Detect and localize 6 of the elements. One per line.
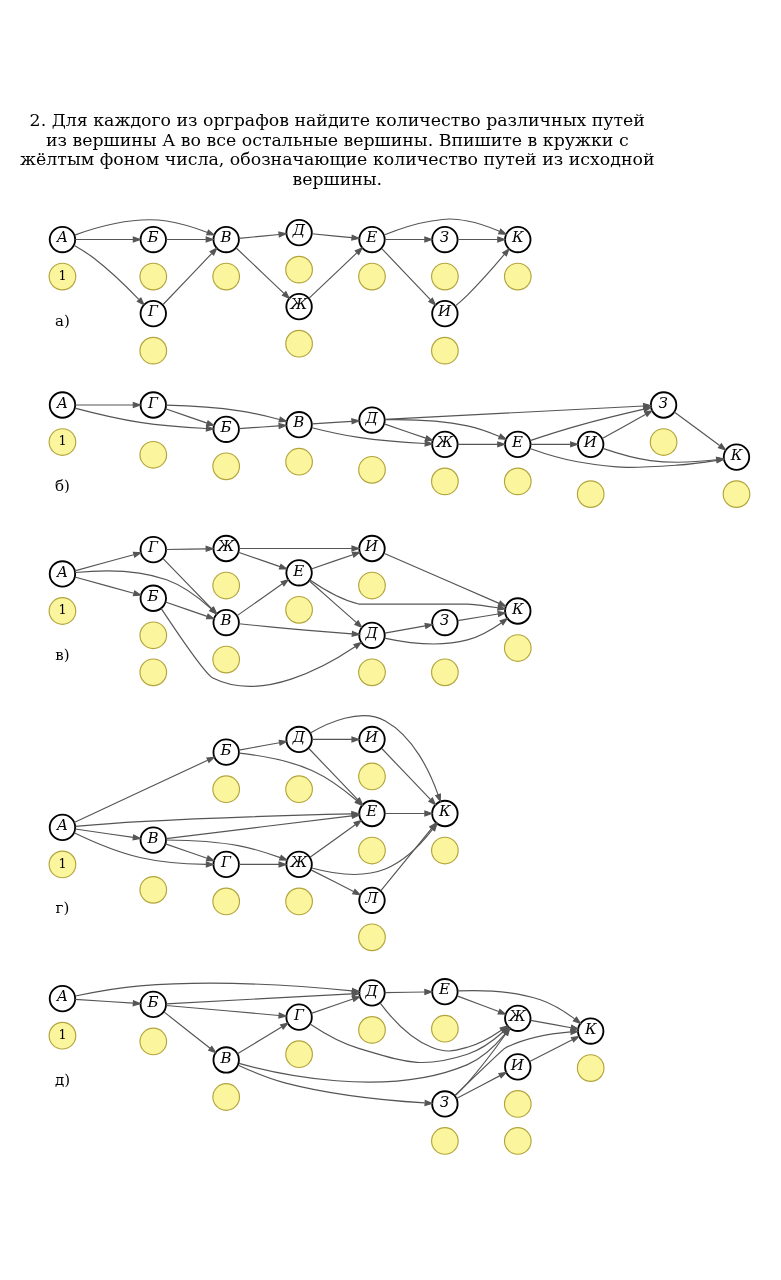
label: д)	[54, 1070, 71, 1089]
label: б)	[54, 476, 70, 495]
label: а)	[55, 311, 70, 330]
diagram-title: 2. Для каждого из орграфов найдите количество различных путей из вершины А во все остальные вершины. Впишите в кружки с жёлтым фоном числа, обозначающие количество путей из исходной вершины.	[20, 109, 655, 189]
label: г)	[55, 898, 70, 917]
label: в)	[55, 645, 70, 664]
